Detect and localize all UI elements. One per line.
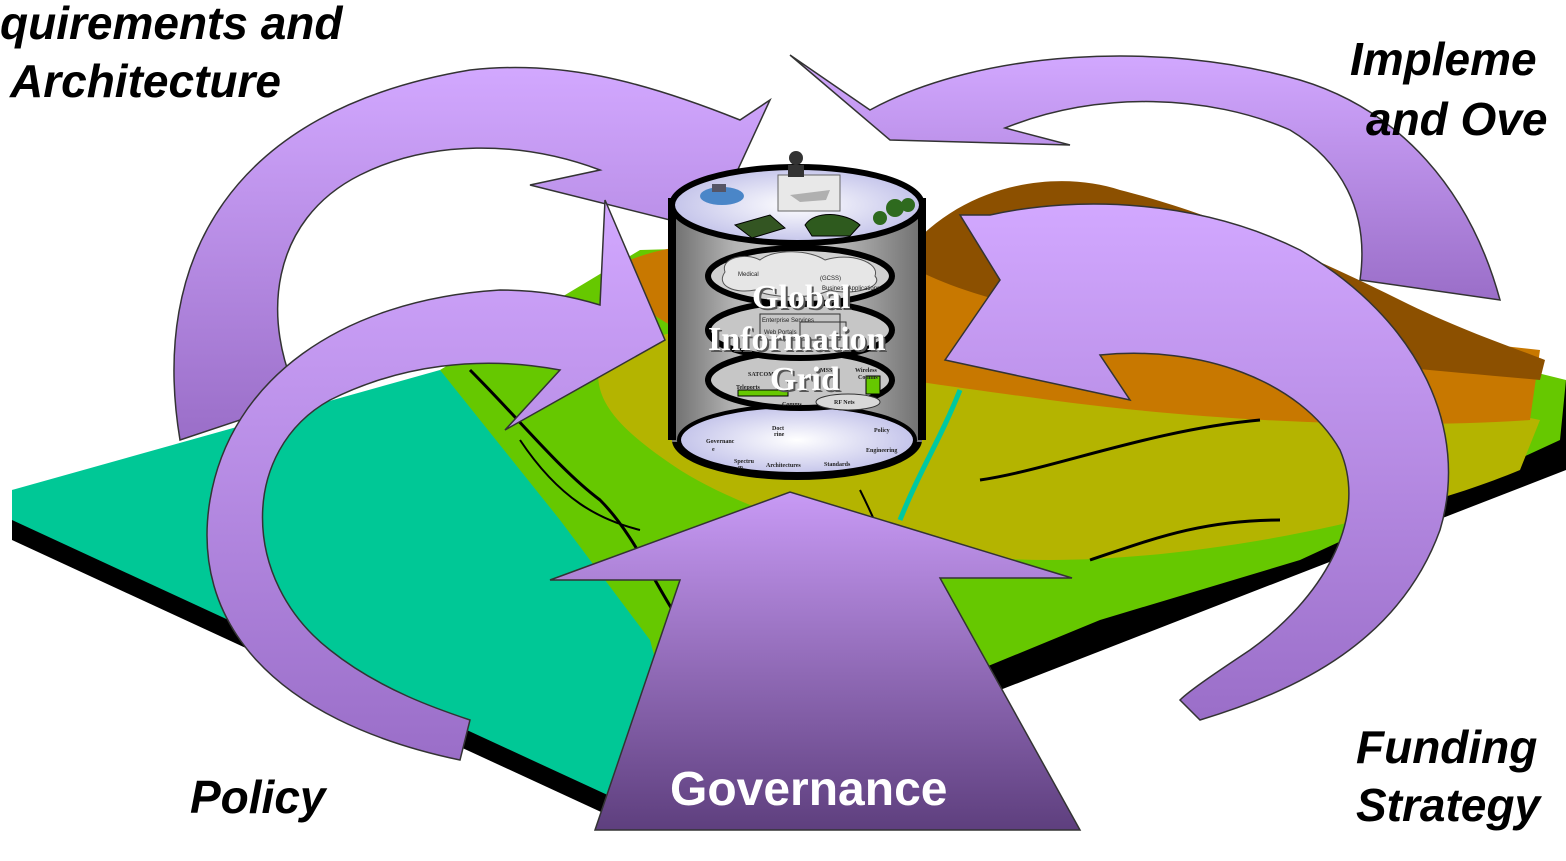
layer-text-mss: MSS (820, 368, 833, 374)
arrow-requirements (173, 66, 772, 441)
layer-text-rfnets: RF Nets (834, 400, 855, 406)
layer-text-wireless: Wireless (855, 368, 877, 374)
base-text-architectures: Architectures (766, 463, 801, 469)
layer-text-portals: Web Portals (764, 330, 797, 336)
base-text-e: e (712, 447, 715, 453)
base-text-governanc: Governanc (706, 439, 735, 445)
label-implementation-line2: and Ove (1366, 93, 1548, 145)
base-text-engineering: Engineering (866, 448, 897, 454)
layer-text-teleports: Teleports (736, 385, 760, 391)
base-text-policy: Policy (874, 428, 890, 434)
arrow-policy (206, 199, 666, 761)
cylinder-layer-texts: Medical Business Applications (GCSS) Ent… (706, 272, 897, 471)
vehicle-icon (804, 214, 861, 237)
satcom-bar (737, 389, 789, 397)
soldiers-icon (886, 199, 904, 217)
rf-nets-cloud (815, 393, 881, 411)
tank-icon (733, 214, 787, 239)
layer-text-comms-b: Comms (782, 402, 802, 408)
river (897, 389, 963, 521)
arrows (173, 54, 1502, 761)
arrow-implementation (789, 54, 1502, 301)
cloud-apps (722, 251, 878, 298)
label-requirements-line2: Architecture (10, 55, 281, 107)
label-gig-information: Information (708, 321, 886, 358)
layer-text-business: Business Applications (822, 286, 880, 292)
layer-text-enterprise: Enterprise Services (762, 318, 814, 324)
gig-cylinder (668, 151, 926, 480)
base-text-standards: Standards (824, 462, 851, 468)
layer-text-satcom: SATCOM (748, 372, 774, 378)
label-gig-global: Global (752, 279, 851, 316)
layer-text-comms-a: Comms (858, 375, 878, 381)
ship-icon (700, 187, 744, 205)
label-funding-line2: Strategy (1356, 779, 1541, 831)
label-implementation-line1: Impleme (1350, 33, 1537, 85)
base-text-rine: rine (774, 432, 785, 438)
label-gig-grid: Grid (770, 361, 840, 398)
base-text-m: m (738, 465, 743, 471)
arrow-governance (549, 491, 1082, 831)
aircraft-icon (790, 190, 830, 202)
layer-text-gcss: (GCSS) (820, 276, 841, 282)
base-text-spectru: Spectru (734, 459, 755, 465)
label-requirements-line1: quirements and (0, 0, 343, 49)
label-funding-line1: Funding (1356, 721, 1538, 773)
land-contour (468, 368, 1281, 651)
base-text-doct: Doct (772, 426, 784, 432)
sea-area (12, 370, 700, 820)
label-policy: Policy (190, 771, 326, 823)
arrow-funding (943, 203, 1450, 721)
label-governance: Governance (670, 763, 948, 816)
person-icon (789, 151, 803, 165)
layer-text-medical: Medical (738, 272, 759, 278)
